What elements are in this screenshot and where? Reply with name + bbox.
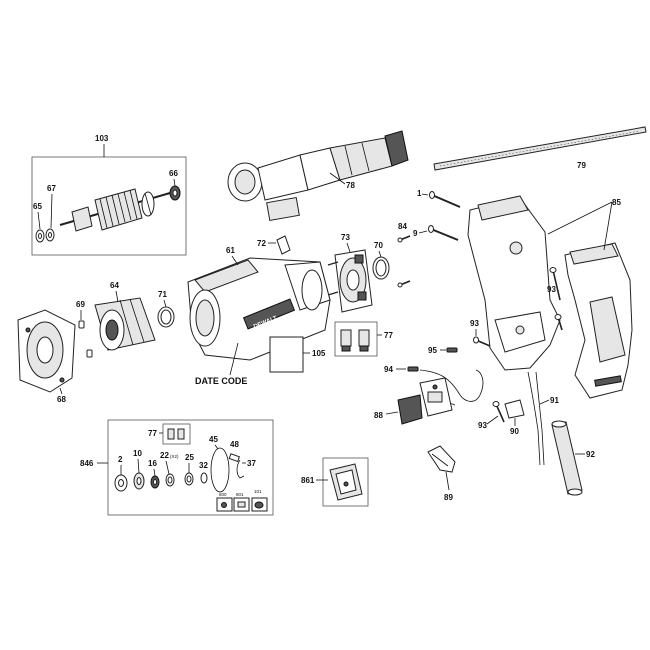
label-101: 101: [254, 489, 262, 494]
label-94: 94: [384, 365, 393, 374]
nameplate-105-part: [269, 336, 304, 373]
label-48: 48: [230, 440, 239, 449]
o-ring-45-part: [210, 447, 230, 493]
label-88: 88: [374, 411, 383, 420]
brushes-box: [334, 321, 378, 357]
screw-93-upper-part: [549, 267, 561, 301]
label-103: 103: [95, 134, 109, 143]
subkit-800: [216, 497, 233, 512]
label-800: 800: [219, 492, 227, 497]
label-73: 73: [341, 233, 350, 242]
bearing-10-part: [133, 472, 145, 490]
label-22-qty: (X2): [170, 454, 179, 459]
seal-16-part: [150, 475, 160, 489]
bearing-66-part: [169, 185, 181, 201]
bearing-65-part: [35, 229, 45, 243]
carry-case-part: [329, 463, 363, 501]
cord-protector-part: [551, 420, 583, 496]
label-93-upper: 93: [547, 285, 556, 294]
washer-22-part: [165, 473, 175, 487]
ring-71-part: [157, 306, 175, 328]
label-45: 45: [209, 435, 218, 444]
ring-70-part: [372, 256, 390, 280]
label-10: 10: [133, 449, 142, 458]
label-2: 2: [118, 455, 123, 464]
cord-clamp-part: [427, 445, 456, 473]
label-84: 84: [398, 222, 407, 231]
clip-72-part: [276, 235, 291, 255]
screw-9-part: [428, 225, 459, 241]
label-25: 25: [185, 453, 194, 462]
label-9: 9: [413, 229, 418, 238]
washer-25-part: [184, 472, 194, 486]
switch-part: [397, 377, 453, 425]
label-77-upper: 77: [384, 331, 393, 340]
pin-69-part: [78, 320, 93, 358]
housing-left-part: [467, 195, 561, 371]
label-801: 801: [236, 492, 244, 497]
label-1: 1: [417, 189, 422, 198]
label-66: 66: [169, 169, 178, 178]
subkit-801: [233, 497, 250, 512]
label-79: 79: [577, 161, 586, 170]
screw-93-mid-part: [473, 336, 491, 347]
label-61: 61: [226, 246, 235, 255]
connector-95-part: [446, 347, 458, 353]
pin-48-part: [228, 453, 241, 463]
kit-846-box: [107, 419, 274, 516]
label-89: 89: [444, 493, 453, 502]
side-handle-part: [227, 130, 409, 222]
label-32: 32: [199, 461, 208, 470]
label-92: 92: [586, 450, 595, 459]
label-91: 91: [550, 396, 559, 405]
label-22: 22: [160, 451, 169, 460]
clip-37-part: [236, 459, 245, 479]
label-68: 68: [57, 395, 66, 404]
label-105: 105: [312, 349, 326, 358]
label-65: 65: [33, 202, 42, 211]
label-67: 67: [47, 184, 56, 193]
label-71: 71: [158, 290, 167, 299]
label-861: 861: [301, 476, 315, 485]
screw-1-part: [429, 191, 461, 208]
brushes-lower-part: [167, 428, 185, 440]
housing-right-part: [564, 242, 633, 399]
subkit-101: [251, 497, 268, 512]
label-95: 95: [428, 346, 437, 355]
label-69: 69: [76, 300, 85, 309]
label-64: 64: [110, 281, 119, 290]
depth-rod-part: [433, 126, 647, 171]
label-78: 78: [346, 181, 355, 190]
ring-32-part: [200, 472, 208, 484]
case-861-box: [322, 457, 369, 507]
gear-housing-part: [17, 309, 76, 393]
brushes-lower-box: [162, 423, 191, 445]
label-72: 72: [257, 239, 266, 248]
label-77-lower: 77: [148, 429, 157, 438]
screw-93-lower-part: [554, 314, 563, 331]
label-70: 70: [374, 241, 383, 250]
screw-84-part: [397, 235, 411, 288]
brush-holder-part: [327, 249, 373, 313]
connector-94-part: [407, 366, 419, 372]
label-846: 846: [80, 459, 94, 468]
date-code-label: DATE CODE: [195, 376, 247, 386]
armature-part: [59, 188, 171, 232]
power-cord-part: [527, 371, 545, 466]
screw-93-bottom-part: [492, 401, 505, 423]
label-85: 85: [612, 198, 621, 207]
label-37: 37: [247, 459, 256, 468]
label-90: 90: [510, 427, 519, 436]
bearing-2-part: [114, 474, 128, 492]
bearing-67-part: [45, 228, 55, 242]
armature-assembly-box: [31, 156, 187, 256]
brushes-part: [340, 329, 370, 352]
label-93-mid: 93: [470, 319, 479, 328]
label-93-bottom: 93: [478, 421, 487, 430]
motor-housing-part: DEWALT: [187, 257, 331, 361]
clamp-90-part: [504, 399, 525, 419]
label-16: 16: [148, 459, 157, 468]
field-coil-part: [94, 297, 156, 351]
